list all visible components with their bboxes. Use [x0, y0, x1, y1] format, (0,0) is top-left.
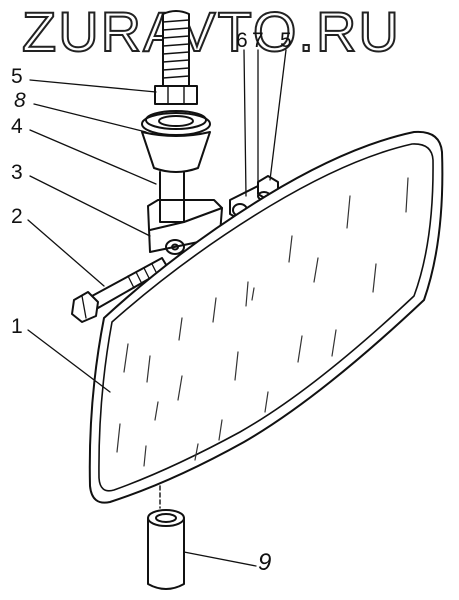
nut-top: [154, 85, 198, 105]
bushing-cone: [141, 131, 211, 173]
callout-5-left: 5: [11, 65, 23, 88]
callout-9: 9: [258, 549, 272, 576]
callout-6: 6: [236, 29, 248, 52]
callout-8: 8: [14, 89, 26, 112]
callout-3: 3: [11, 161, 23, 184]
callout-7: 7: [252, 29, 264, 52]
spring-ring: [141, 110, 211, 136]
glass-hatching: [116, 177, 409, 467]
callout-1: 1: [11, 315, 23, 338]
threaded-stud: [162, 10, 190, 87]
callout-2: 2: [11, 205, 23, 228]
callout-4: 4: [11, 115, 23, 138]
tube: [147, 509, 185, 590]
leader-lines: [27, 49, 287, 567]
mirror-frame: [88, 130, 444, 504]
callout-5-right: 5: [280, 29, 292, 52]
mounting-bolt: [71, 257, 169, 323]
watermark-text: ZURAVTO.RU: [21, 0, 401, 63]
